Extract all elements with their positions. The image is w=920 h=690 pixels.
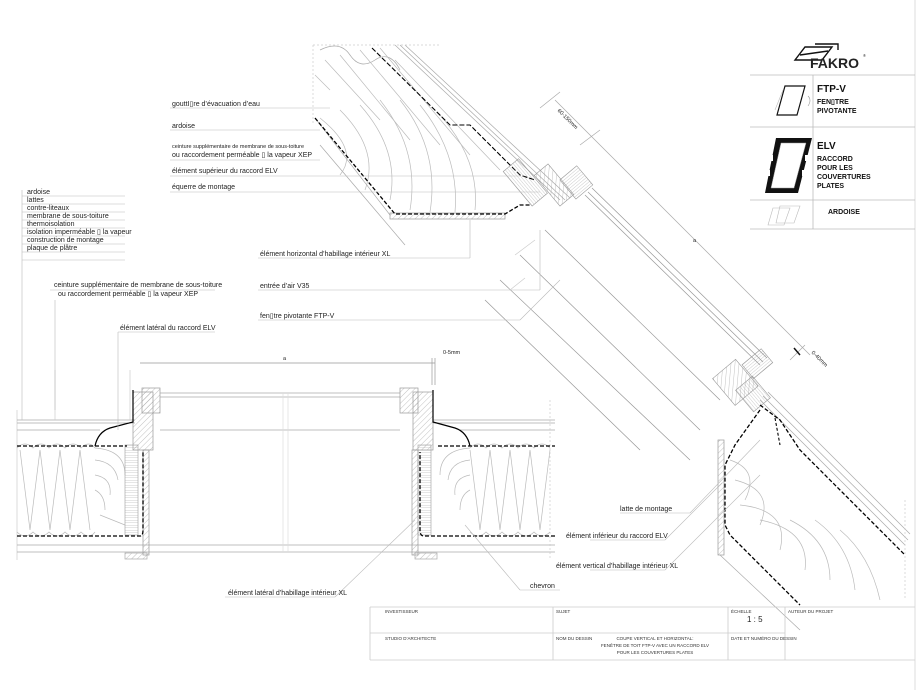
label-ceinture-mid-2: ou raccordement perméable ▯ la vapeur XE… xyxy=(58,291,199,298)
tb-investor-label: INVESTISSEUR xyxy=(385,609,419,614)
upper-membrane xyxy=(314,117,530,215)
tb-studio-label: STUDIO D’ARCHITECTE xyxy=(385,636,437,641)
dim-horiz-a: a xyxy=(283,356,287,362)
label-ceinture-top-1: ceinture supplémentaire de membrane de s… xyxy=(172,144,305,150)
label-mounting-bracket: équerre de montage xyxy=(172,184,236,191)
tb-drawing-name-label: NOM DU DESSIN xyxy=(556,636,593,641)
label-window-ftpv: fen▯tre pivotante FTP-V xyxy=(260,313,335,320)
tb-drawing-name-2: FENÊTRE DE TOIT FTP-V AVEC UN RACCORD EL… xyxy=(600,643,710,648)
fakro-logo-mark xyxy=(793,43,839,61)
tb-author-label: AUTEUR DU PROJET xyxy=(788,609,834,614)
horizontal-section-right xyxy=(399,387,555,560)
layer-5: thermoisolation xyxy=(27,221,75,228)
layer-7: construction de montage xyxy=(27,237,104,244)
label-latte: latte de montage xyxy=(620,506,673,513)
dim-diag-a: a xyxy=(693,238,697,244)
tb-scale-label: ÉCHELLE xyxy=(731,609,752,614)
label-ceinture-mid-1: ceinture supplémentaire de membrane de s… xyxy=(54,282,223,289)
legend-desc-ftpv-1: FEN▯TRE xyxy=(817,99,849,106)
label-vertical-xl: élément vertical d’habillage intérieur X… xyxy=(556,563,679,570)
fakro-logo-text: FAKRO xyxy=(810,55,859,71)
layer-4: membrane de sous-toiture xyxy=(27,213,109,220)
label-gutter: gouttI▯re d’évacuation d’eau xyxy=(172,101,260,108)
tb-drawing-name-1: COUPE VERTICAL ET HORIZONTAL: xyxy=(616,636,694,641)
label-upper-elv: élément supérieur du raccord ELV xyxy=(172,168,278,175)
glazing-horizontal xyxy=(140,358,436,553)
slate-icon xyxy=(767,205,801,226)
legend-code-elv: ELV xyxy=(817,141,836,152)
glazing-diagonal xyxy=(484,91,811,461)
legend-code-ftpv: FTP-V xyxy=(817,84,846,95)
layer-6: isolation imperméable ▯ la vapeur xyxy=(27,229,132,236)
lower-frame-profile xyxy=(712,348,774,413)
layer-2: lattes xyxy=(27,197,44,204)
label-lower-elv: élément inférieur du raccord ELV xyxy=(566,533,668,540)
label-chevron: chevron xyxy=(530,583,555,590)
lower-roof-section xyxy=(717,391,911,631)
layer-1: ardoise xyxy=(27,189,50,196)
registered-mark: ® xyxy=(863,53,866,58)
label-slate-top: ardoise xyxy=(172,123,195,130)
label-air-inlet: entrée d’air V35 xyxy=(260,283,310,290)
legend-desc-slate: ARDOISE xyxy=(828,209,860,216)
pivot-window-icon xyxy=(774,85,811,116)
layer-3: contre-liteaux xyxy=(27,205,70,212)
title-block xyxy=(369,606,915,661)
legend-desc-elv-2: POUR LES xyxy=(817,165,853,172)
leader-lines xyxy=(21,107,761,598)
legend-desc-ftpv-2: PIVOTANTE xyxy=(817,108,857,115)
layer-8: plaque de plâtre xyxy=(27,245,78,252)
legend-box xyxy=(750,74,915,230)
label-ceinture-top-2: ou raccordement perméable ▯ la vapeur XE… xyxy=(172,152,313,159)
label-lateral-xl: élément latéral d’habillage intérieur XL xyxy=(228,590,348,597)
horizontal-section-left xyxy=(16,370,161,560)
dim-side-gap: 0-5mm xyxy=(443,350,461,356)
flashing-frame-icon xyxy=(765,138,812,193)
legend-desc-elv-4: PLATES xyxy=(817,183,845,190)
upper-roof-section xyxy=(312,44,571,246)
tb-date-label: DATE ET NUMÉRO DU DESSIN xyxy=(731,636,797,641)
label-lateral-elv: élément latéral du raccord ELV xyxy=(120,325,216,332)
legend-desc-elv-1: RACCORD xyxy=(817,156,853,163)
legend-desc-elv-3: COUVERTURES xyxy=(817,174,871,181)
label-horizontal-xl: élément horizontal d’habillage intérieur… xyxy=(260,251,391,258)
tb-subject-label: SUJET xyxy=(556,609,571,614)
upper-frame-profile xyxy=(502,158,594,207)
tb-drawing-name-3: POUR LES COUVERTURES PLATES xyxy=(616,650,694,655)
tb-scale-value: 1 : 5 xyxy=(747,615,763,624)
